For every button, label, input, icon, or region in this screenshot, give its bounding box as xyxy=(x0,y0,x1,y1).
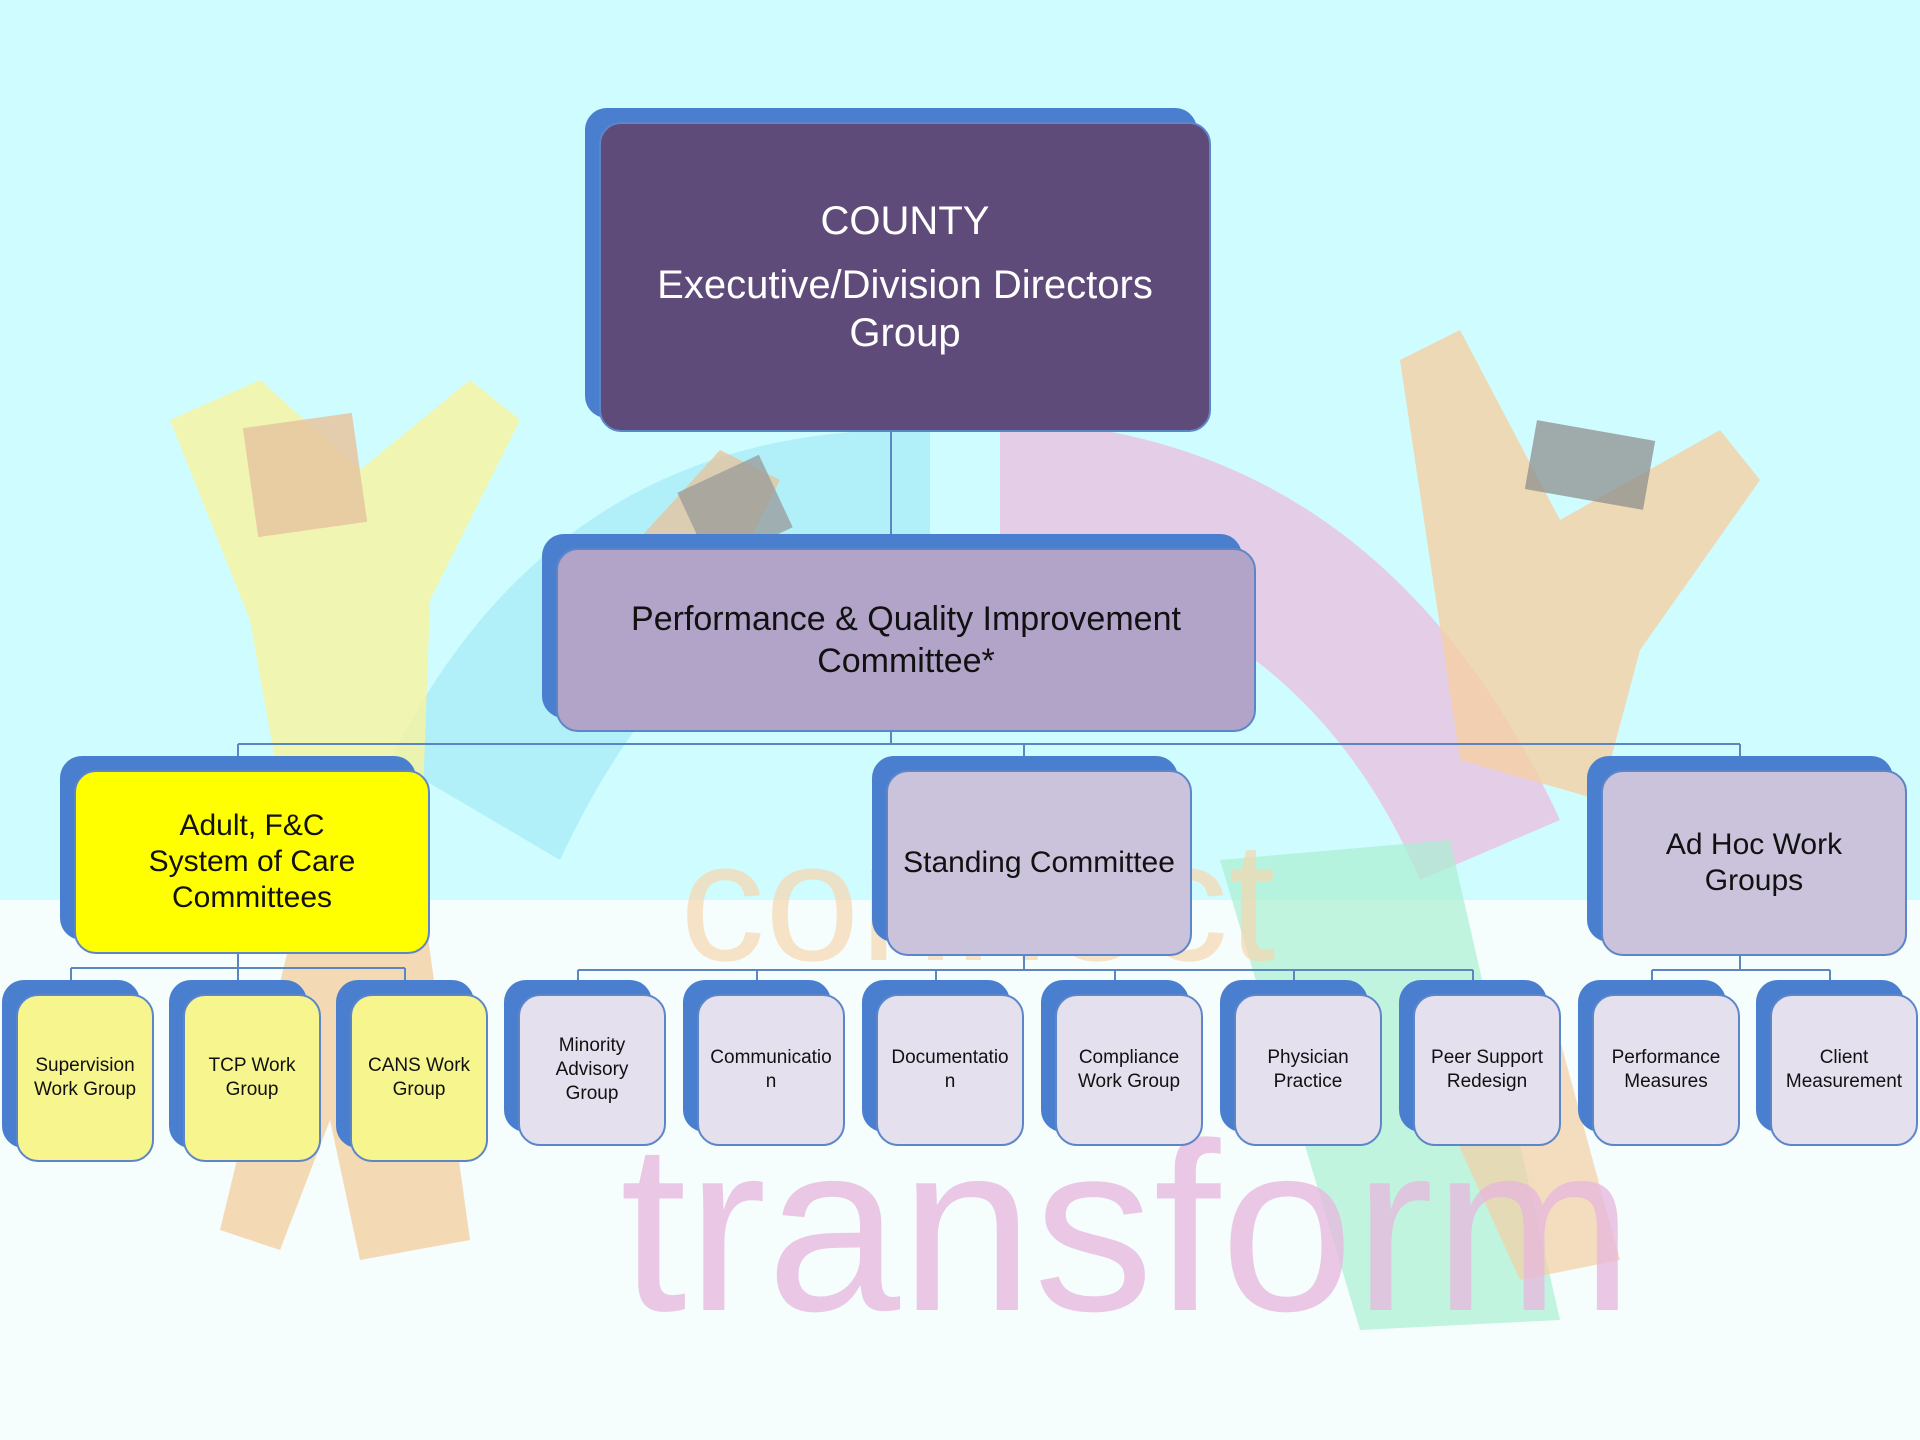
leaf-compliance-work-group: Compliance Work Group xyxy=(1041,980,1203,1146)
pqic-box-face: Performance & Quality Improvement Commit… xyxy=(556,548,1256,732)
county-box-face: COUNTY Executive/Division Directors Grou… xyxy=(599,122,1211,432)
leaf-face: Performance Measures xyxy=(1592,994,1740,1146)
leaf-label-line2: n xyxy=(765,1071,777,1092)
leaf-label-line1: Minority xyxy=(558,1035,626,1056)
right-figure-head xyxy=(1524,420,1656,510)
standing-label: Standing Committee xyxy=(903,846,1175,879)
adult-box-face: Adult, F&C System of Care Committees xyxy=(74,770,430,954)
leaf-label-line1: CANS Work xyxy=(367,1055,471,1076)
leaf-label-line2: Measurement xyxy=(1785,1071,1903,1092)
leaf-client-measurement: Client Measurement xyxy=(1756,980,1918,1146)
leaf-face: TCP Work Group xyxy=(183,994,321,1162)
pqic-box: Performance & Quality Improvement Commit… xyxy=(542,534,1256,732)
adhoc-box-face: Ad Hoc Work Groups xyxy=(1601,770,1907,956)
leaf-minority-advisory-group: Minority Advisory Group xyxy=(504,980,666,1146)
leaf-label-line1: Documentatio xyxy=(891,1047,1009,1068)
leaf-label-line2: Group xyxy=(392,1079,446,1100)
adhoc-label: Ad Hoc Work Groups xyxy=(1665,828,1843,897)
leaf-face: Documentatio n xyxy=(876,994,1024,1146)
leaf-label-line2: n xyxy=(944,1071,956,1092)
leaf-label-line2: Practice xyxy=(1273,1071,1343,1092)
leaf-label-line1: Supervision xyxy=(35,1055,135,1076)
pqic-label-line1: Performance & Quality Improvement xyxy=(631,600,1181,638)
leaf-label-line1: Compliance xyxy=(1078,1047,1180,1068)
leaf-label-line2: Work Group xyxy=(1077,1071,1181,1092)
leaf-face: Physician Practice xyxy=(1234,994,1382,1146)
leaf-face: CANS Work Group xyxy=(350,994,488,1162)
leaf-label-line1: Communicatio xyxy=(710,1047,832,1068)
adult-label-line1: Adult, F&C xyxy=(179,809,325,842)
ad-hoc-work-groups-box: Ad Hoc Work Groups xyxy=(1587,756,1907,956)
leaf-communication: Communicatio n xyxy=(683,980,845,1146)
leaf-label-line2: Work Group xyxy=(33,1079,137,1100)
county-subtitle-line1: Executive/Division Directors xyxy=(657,263,1153,307)
green-band xyxy=(1220,840,1560,1330)
pqic-label-line2: Committee* xyxy=(817,642,995,680)
leaf-physician-practice: Physician Practice xyxy=(1220,980,1382,1146)
leaf-tcp-work-group: TCP Work Group xyxy=(169,980,321,1162)
leaf-label-line1: Physician xyxy=(1267,1047,1349,1068)
leaf-label-line1: TCP Work xyxy=(208,1055,296,1076)
leaf-face: Minority Advisory Group xyxy=(518,994,666,1146)
county-subtitle-line2: Group xyxy=(849,311,961,355)
leaf-documentation: Documentatio n xyxy=(862,980,1024,1146)
leaf-face: Compliance Work Group xyxy=(1055,994,1203,1146)
county-directors-box: COUNTY Executive/Division Directors Grou… xyxy=(585,108,1211,432)
leaf-face: Supervision Work Group xyxy=(16,994,154,1162)
leaf-label-line1: Peer Support xyxy=(1431,1047,1543,1068)
leaf-label-line2: Advisory xyxy=(555,1059,629,1080)
adult-fc-system-of-care-box: Adult, F&C System of Care Committees xyxy=(60,756,430,954)
leaf-face: Communicatio n xyxy=(697,994,845,1146)
leaf-supervision-work-group: Supervision Work Group xyxy=(2,980,154,1162)
leaf-label-line1: Performance xyxy=(1611,1047,1721,1068)
leaf-label-line1: Client xyxy=(1819,1047,1869,1068)
left-figure-head xyxy=(242,412,368,538)
right-figure-body xyxy=(1400,330,1760,800)
leaf-cans-work-group: CANS Work Group xyxy=(336,980,488,1162)
leaf-peer-support-redesign: Peer Support Redesign xyxy=(1399,980,1561,1146)
leaf-performance-measures: Performance Measures xyxy=(1578,980,1740,1146)
county-title: COUNTY xyxy=(820,199,990,243)
leaf-face: Peer Support Redesign xyxy=(1413,994,1561,1146)
adult-label-line2: System of Care xyxy=(148,845,356,878)
leaf-label-line2: Group xyxy=(225,1079,279,1100)
standing-box-face: Standing Committee xyxy=(886,770,1192,956)
adult-label-line3: Committees xyxy=(171,881,333,914)
leaf-label-line3: Group xyxy=(565,1083,619,1104)
leaf-label-line2: Redesign xyxy=(1446,1071,1528,1092)
leaf-face: Client Measurement xyxy=(1770,994,1918,1146)
leaf-label-line2: Measures xyxy=(1624,1071,1708,1092)
standing-committee-box: Standing Committee xyxy=(872,756,1192,956)
